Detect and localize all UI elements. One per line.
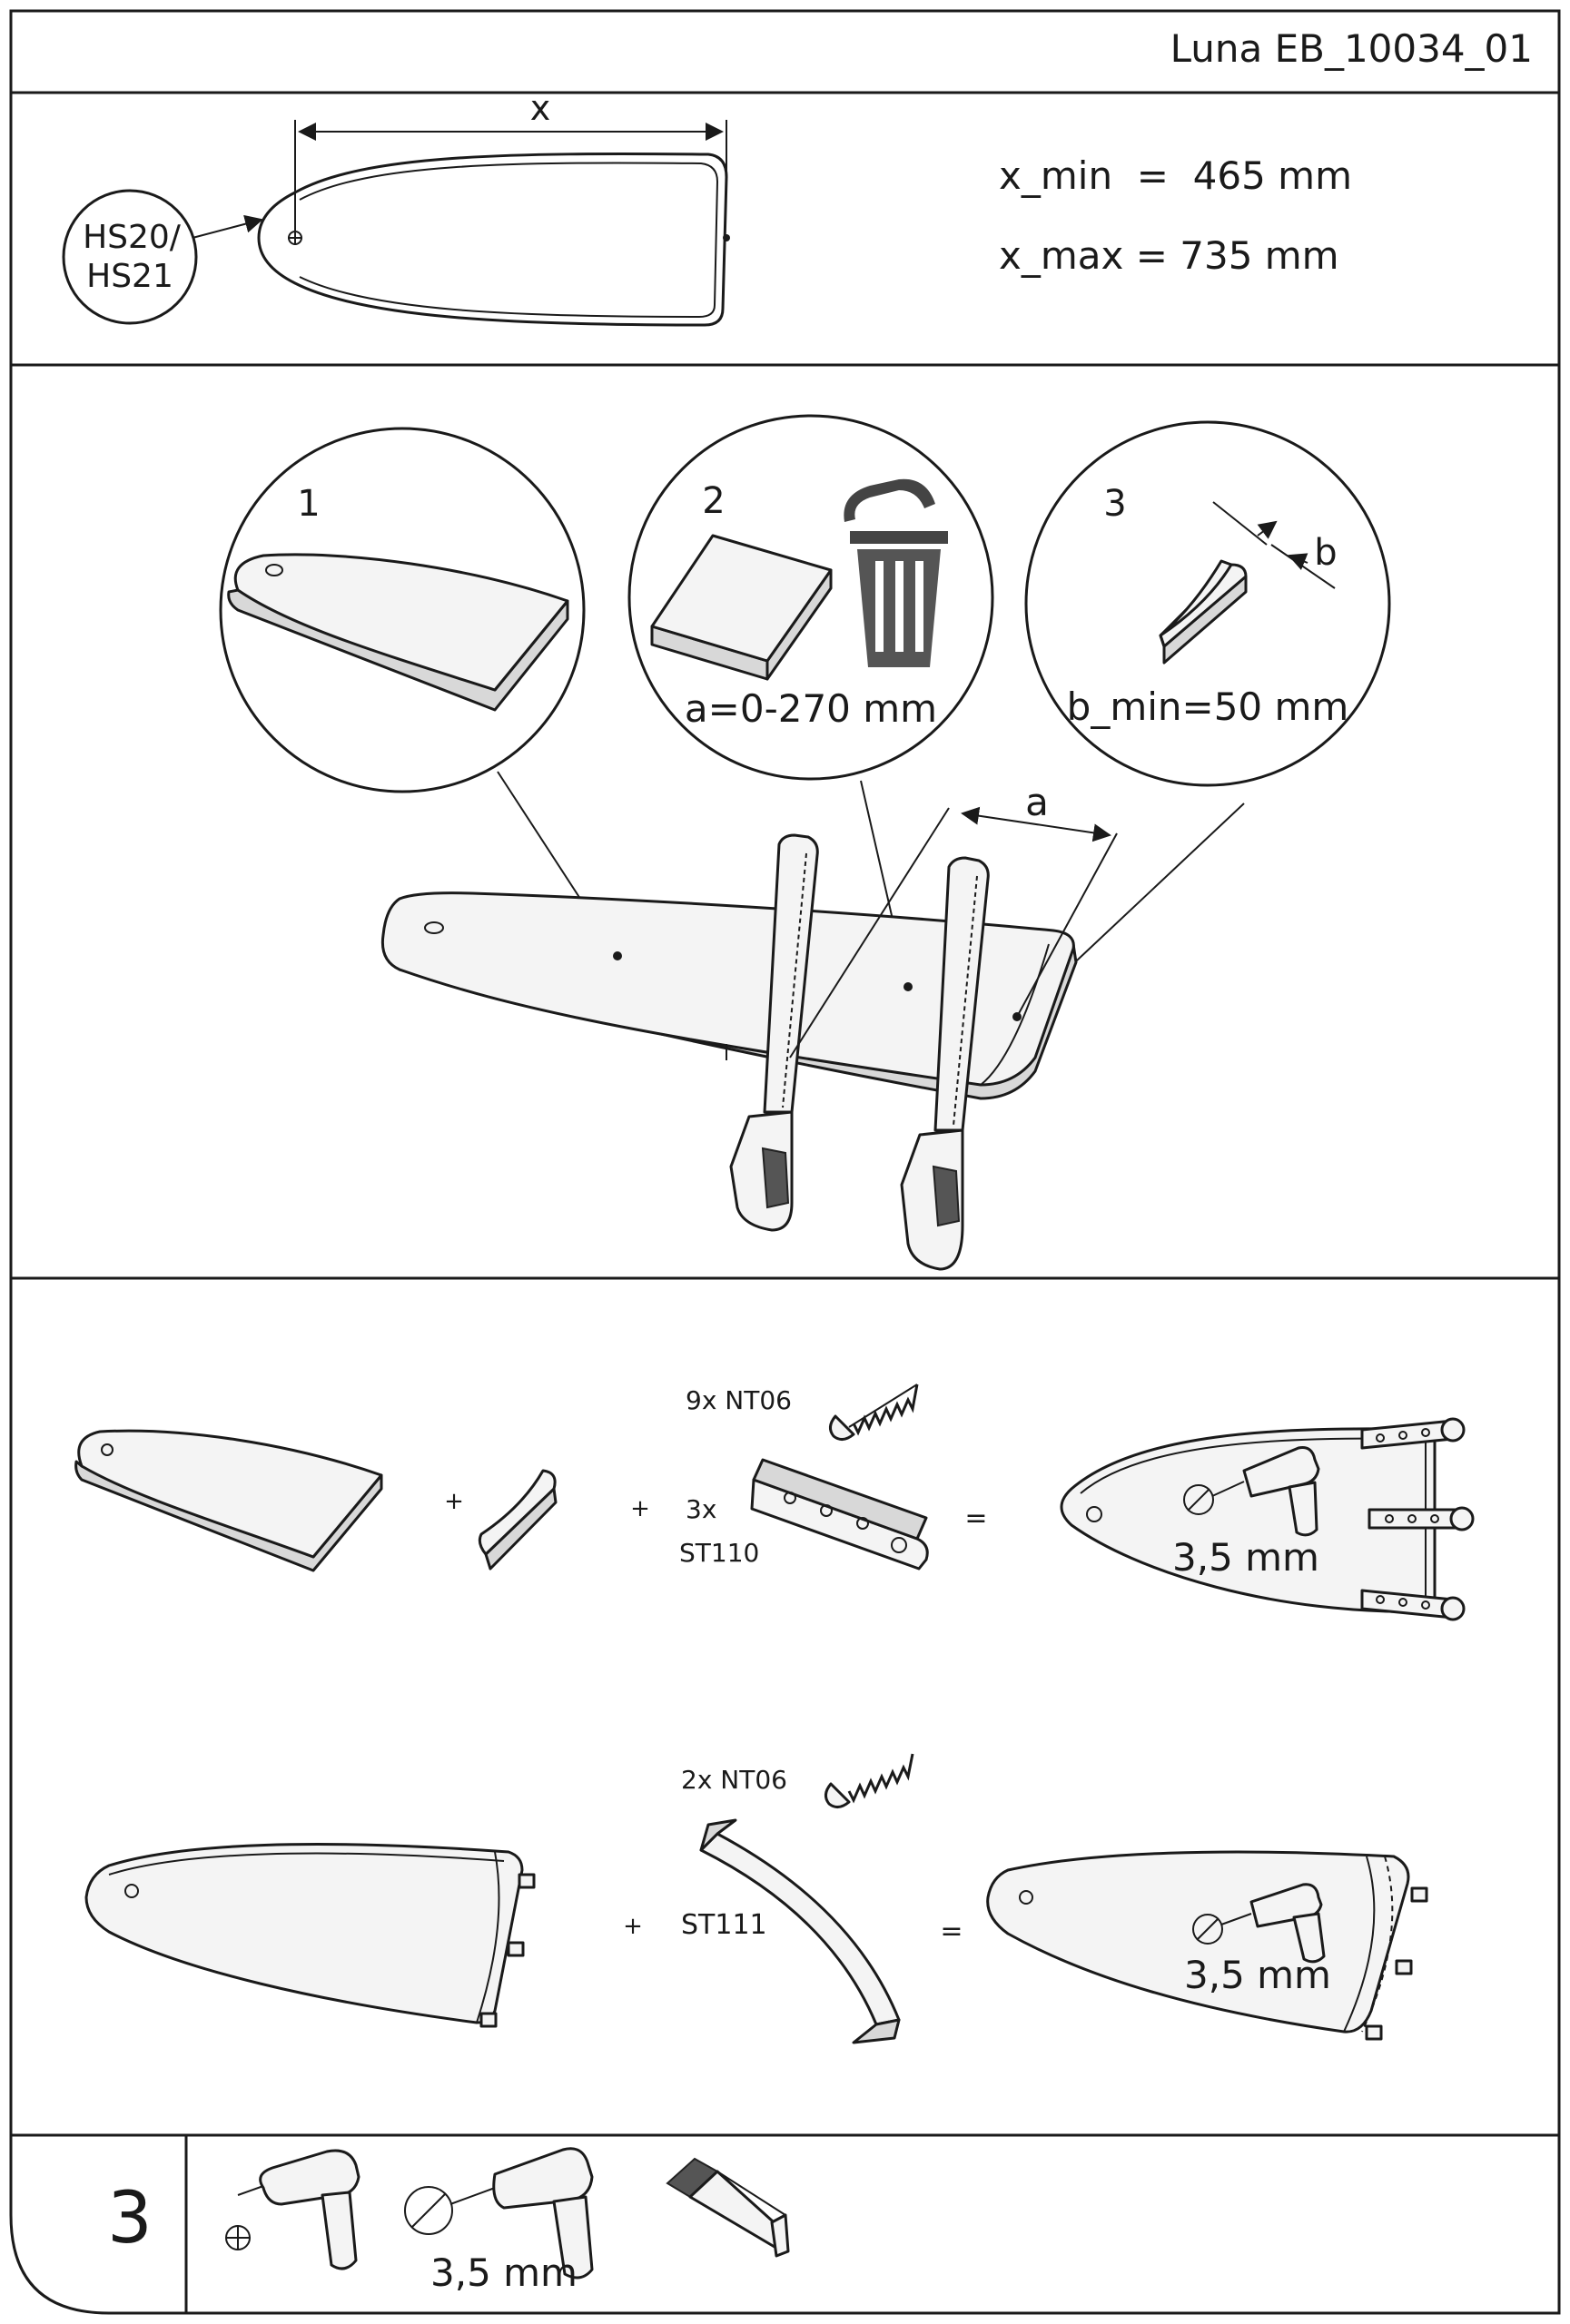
plus-3: + [623, 1913, 643, 1940]
saw-icon [666, 2157, 790, 2258]
document-id: Luna EB_10034_01 [1170, 26, 1533, 71]
fitting-callout: HS20/ HS21 [62, 189, 263, 325]
screw-icon-2 [824, 1753, 914, 1808]
bracket-st110-icon [750, 1458, 929, 1571]
dimension-x: x [294, 88, 727, 231]
board-outline-icon [257, 152, 730, 327]
measure-section: x HS20/ HS21 x_min = 465 mm x_max = 735 … [62, 88, 1352, 327]
saw-left-icon [729, 833, 819, 1232]
bracket-label-1: ST110 [679, 1538, 759, 1568]
detail-3-number: 3 [1103, 483, 1126, 525]
drill-size-1: 3,5 mm [1172, 1535, 1319, 1580]
saw-right-icon [900, 856, 990, 1271]
assembly-row-1: + + 9x NT06 3x ST110 = [74, 1384, 1475, 1621]
drill-size-2: 3,5 mm [1184, 1953, 1331, 1997]
plus-2: + [630, 1495, 650, 1522]
rail-bracket-top [1360, 1417, 1466, 1450]
assembled-board-1-icon: 3,5 mm [1060, 1417, 1475, 1621]
detail-1: 1 [219, 427, 618, 957]
cut-section: 1 2 a=0- [219, 414, 1391, 1271]
screwdriver-icon [225, 2149, 360, 2270]
detail-2-number: 2 [702, 480, 725, 522]
detail-3: 3 b b_min=50 mm [1016, 420, 1391, 1018]
bracket-label-2: ST111 [681, 1909, 767, 1941]
x-min-value: x_min = 465 mm [999, 153, 1352, 198]
board-piece-3-icon [1159, 559, 1248, 665]
fitting-label-line1: HS20/ [83, 219, 182, 256]
trash-bin-icon [844, 478, 948, 667]
assembled-board-2-icon: 3,5 mm [986, 1850, 1428, 2041]
header: Luna EB_10034_01 [1170, 26, 1533, 71]
board-piece-1b-icon [74, 1429, 383, 1572]
trimmed-board-icon [84, 1843, 536, 2028]
screw-icon-1 [829, 1384, 919, 1441]
bracket-qty-1: 3x [686, 1494, 716, 1524]
footer: 3 3,5 mm [107, 2147, 790, 2295]
screw-label-2: 2x NT06 [681, 1765, 787, 1795]
step-number: 3 [107, 2178, 153, 2260]
detail-2: 2 a=0-270 mm [627, 414, 994, 988]
dimension-x-label: x [530, 88, 551, 128]
detail-3-caption: b_min=50 mm [1067, 684, 1349, 729]
bracket-st111-icon [699, 1818, 901, 2044]
fitting-label-line2: HS21 [86, 258, 173, 295]
detail-2-caption: a=0-270 mm [685, 686, 937, 731]
saw-dim-label: a [1025, 780, 1049, 824]
footer-drill-size: 3,5 mm [430, 2250, 578, 2295]
rail-bracket-middle [1368, 1506, 1475, 1531]
drill-icon-2 [1192, 1883, 1326, 1964]
board-piece-2-icon [650, 534, 833, 681]
drill-icon: 3,5 mm [404, 2147, 594, 2295]
assembly-row-2: 2x NT06 + ST111 = [84, 1753, 1428, 2044]
equals-1: = [964, 1502, 987, 1534]
x-max-value: x_max = 735 mm [999, 233, 1339, 278]
plus-1: + [444, 1488, 464, 1515]
detail-3-dim-label: b [1314, 532, 1337, 574]
rail-bracket-bottom [1360, 1589, 1466, 1621]
end-cap-piece-icon [478, 1469, 558, 1571]
detail-1-number: 1 [297, 483, 320, 525]
drill-icon-1 [1183, 1446, 1320, 1537]
main-board-with-saws: a [380, 780, 1118, 1271]
equals-2: = [940, 1915, 963, 1947]
board-piece-1-icon [227, 553, 569, 712]
page-frame [9, 9, 1561, 2315]
screw-label-1: 9x NT06 [686, 1385, 792, 1415]
